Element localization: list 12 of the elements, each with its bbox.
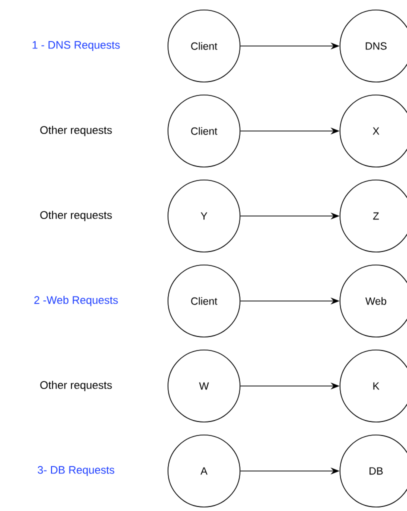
row-label: 2 -Web Requests — [34, 296, 118, 306]
circle-node: Client — [168, 94, 240, 168]
circle-node: Client — [168, 264, 240, 338]
row-label: 3- DB Requests — [38, 466, 114, 476]
circle-node: A — [168, 434, 240, 508]
row-label: 1 - DNS Requests — [32, 41, 120, 51]
circle-node: Y — [168, 180, 240, 252]
row-label: Other requests — [40, 210, 112, 222]
row-label: Other requests — [40, 126, 112, 136]
row-label: Other requests — [40, 380, 112, 392]
circle-node: W — [168, 350, 240, 422]
circle-node: Client — [168, 10, 240, 82]
